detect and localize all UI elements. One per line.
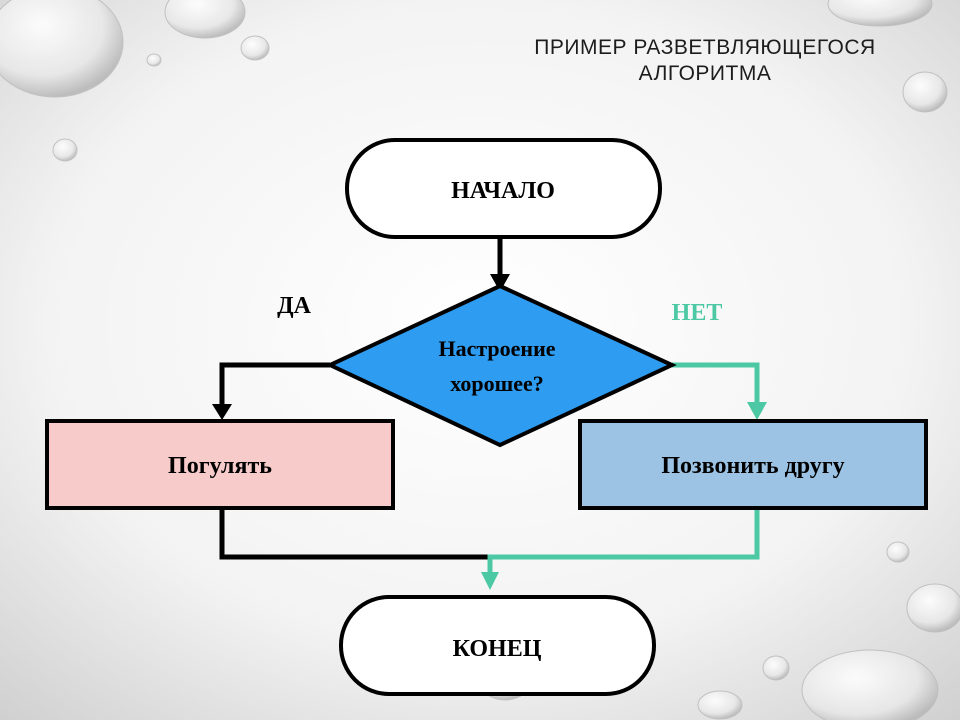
water-drop <box>697 690 743 720</box>
end-terminator <box>339 595 656 696</box>
arrowheads-teal <box>481 402 767 590</box>
yes-merge-line <box>219 510 490 560</box>
start-label: НАЧАЛО <box>451 178 555 204</box>
no-action-box <box>578 419 928 510</box>
water-drop <box>886 541 910 563</box>
yes-branch-line <box>219 362 330 408</box>
no-merge-line <box>487 508 760 575</box>
start-terminator <box>345 138 662 239</box>
water-drop <box>146 53 162 67</box>
yes-action-label: Погулять <box>168 453 272 479</box>
end-label: КОНЕЦ <box>453 636 542 662</box>
water-drop <box>827 0 933 27</box>
slide-title-line2: АЛГОРИТМА <box>638 62 772 85</box>
connectors-no-branch <box>487 362 760 575</box>
water-drop <box>52 138 78 162</box>
condition-label-line1: Настроение <box>438 336 555 361</box>
water-drop <box>0 0 124 98</box>
water-drop <box>762 655 790 681</box>
condition-label-line2: хорошее? <box>450 371 544 396</box>
yes-label: ДА <box>277 293 312 319</box>
slide-title-line1: ПРИМЕР РАЗВЕТВЛЯЮЩЕГОСЯ <box>534 36 876 59</box>
water-drop <box>902 71 948 113</box>
arrowhead <box>481 572 499 590</box>
water-drop <box>801 649 939 725</box>
arrowhead <box>747 402 767 420</box>
arrowhead <box>212 404 232 420</box>
no-action-label: Позвонить другу <box>661 453 844 479</box>
water-drop <box>164 0 246 39</box>
water-drop <box>906 583 960 633</box>
connectors-yes-branch <box>219 238 503 560</box>
decision-diamond <box>325 283 677 448</box>
yes-action-box <box>45 419 395 510</box>
water-drop <box>240 35 270 61</box>
arrowheads-black <box>212 274 510 420</box>
arrowhead <box>490 274 510 292</box>
no-label: НЕТ <box>672 300 723 326</box>
no-branch-line <box>672 362 760 404</box>
